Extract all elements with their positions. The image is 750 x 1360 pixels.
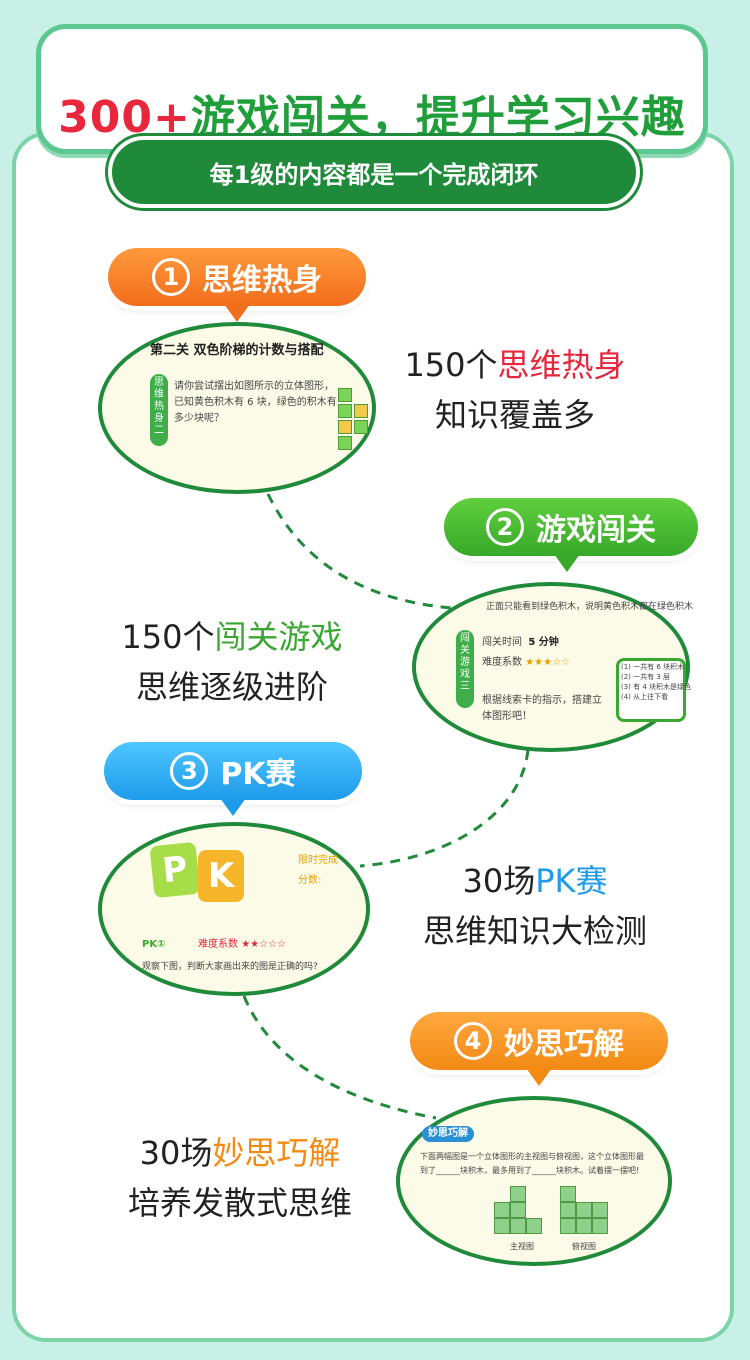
difficulty-stars: ★★☆☆☆ — [241, 939, 287, 950]
step-3-description: 30场PK赛 思维知识大检测 — [400, 856, 670, 956]
step-number-badge: 4 — [454, 1022, 492, 1060]
shot-question-line: 体图形吧！ — [482, 711, 532, 722]
time-value: 5 分钟 — [528, 637, 559, 648]
grid-cell — [592, 1218, 608, 1234]
desc-highlight: 思维热身 — [497, 346, 626, 384]
step-4-description: 30场妙思巧解 培养发散式思维 — [100, 1128, 380, 1228]
grid-cell — [560, 1202, 576, 1218]
step-1-screenshot: 第二关 双色阶梯的计数与搭配 思维热身二 请你尝试摆出如图所示的立体图形， 已知… — [98, 322, 376, 494]
desc-count: 30场 — [462, 862, 536, 900]
desc-count: 30场 — [139, 1134, 213, 1172]
grid-cell — [576, 1218, 592, 1234]
clue-line: (4) 从上往下看 — [621, 693, 669, 701]
block-icon — [354, 420, 368, 434]
difficulty-label: 难度系数 — [482, 657, 522, 668]
shot-question-line: 请你尝试摆出如图所示的立体图形， — [174, 381, 334, 392]
block-icon — [338, 436, 352, 450]
step-2-screenshot: 正面只能看到绿色积木，说明黄色积木都在绿色积木 闯关游戏三 闯关时间 5 分钟 … — [412, 582, 694, 752]
grid-cell — [560, 1186, 576, 1202]
top-view-label: 俯视图 — [572, 1242, 596, 1251]
desc-line: 知识覆盖多 — [434, 396, 595, 434]
step-label: 妙思巧解 — [504, 1027, 624, 1062]
block-icon — [338, 420, 352, 434]
time-label: 限时完成 — [298, 855, 338, 866]
grid-cell — [526, 1218, 542, 1234]
pk-logo-k: K — [198, 850, 244, 902]
desc-line: 思维知识大检测 — [422, 912, 647, 950]
shot-side-tag: 闯关游戏三 — [456, 630, 474, 708]
score-label: 分数: — [298, 875, 322, 886]
bubble-tail — [526, 1068, 552, 1086]
block-icon — [354, 404, 368, 418]
shot-question-line: 观察下图，判断大家画出来的图是正确的吗? — [142, 962, 318, 972]
shot-question-line: 根据线索卡的指示，搭建立 — [482, 695, 602, 706]
grid-cell — [494, 1218, 510, 1234]
puzzle-badge: 妙思巧解 — [422, 1126, 474, 1142]
time-label: 闯关时间 — [482, 637, 522, 648]
shot-question-line: 已知黄色积木有 6 块，绿色的积木有 — [174, 397, 337, 408]
shot-question-line: 下面两幅图是一个立体图形的主视图与俯视图，这个立体图形最 — [420, 1152, 644, 1161]
step-number-badge: 3 — [170, 752, 209, 790]
difficulty-label: 难度系数 — [198, 939, 238, 950]
grid-cell — [510, 1218, 526, 1234]
bubble-tail — [224, 304, 250, 322]
pk-badge: PK① — [142, 939, 166, 950]
desc-count: 150个 — [404, 346, 498, 384]
clue-line: (3) 有 4 块积木是绿色 — [621, 683, 692, 691]
clue-line: (2) 一共有 3 层 — [621, 673, 671, 681]
grid-cell — [576, 1202, 592, 1218]
block-icon — [338, 404, 352, 418]
difficulty-stars: ★★★☆☆ — [525, 657, 571, 668]
shot-heading: 第二关 双色阶梯的计数与搭配 — [150, 343, 324, 358]
pk-logo-p: P — [149, 841, 201, 899]
step-label: 思维热身 — [202, 263, 322, 298]
shot-side-tag: 思维热身二 — [150, 374, 168, 446]
step-label: 游戏闯关 — [536, 513, 656, 548]
step-number-badge: 1 — [152, 258, 190, 296]
front-view-label: 主视图 — [510, 1242, 534, 1251]
step-1-description: 150个思维热身 知识覆盖多 — [380, 340, 650, 440]
step-4-screenshot: 妙思巧解 下面两幅图是一个立体图形的主视图与俯视图，这个立体图形最 到了____… — [396, 1096, 672, 1266]
step-label: PK赛 — [220, 757, 296, 792]
shot-note: 正面只能看到绿色积木，说明黄色积木都在绿色积木 — [486, 602, 694, 612]
shot-question-line: 到了______块积木，最多用到了______块积木。试着摆一摆吧! — [420, 1166, 640, 1175]
desc-highlight: 妙思巧解 — [212, 1134, 341, 1172]
title-banner: 300+游戏闯关，提升学习兴趣 — [36, 24, 708, 154]
step-2-description: 150个闯关游戏 思维逐级进阶 — [92, 612, 372, 712]
desc-line: 培养发散式思维 — [127, 1184, 352, 1222]
step-3-screenshot: P K 限时完成 分数: PK① 难度系数 ★★☆☆☆ 观察下图，判断大家画出来… — [98, 822, 370, 996]
step-3-bubble: 3 PK赛 — [104, 742, 362, 816]
page-title: 300+游戏闯关，提升学习兴趣 — [58, 92, 686, 143]
block-icon — [338, 388, 352, 402]
step-2-bubble: 2 游戏闯关 — [444, 498, 698, 572]
grid-cell — [560, 1218, 576, 1234]
desc-count: 150个 — [121, 618, 215, 656]
bubble-tail — [554, 554, 580, 572]
step-1-bubble: 1 思维热身 — [108, 248, 366, 322]
grid-cell — [510, 1202, 526, 1218]
grid-cell — [592, 1202, 608, 1218]
desc-line: 思维逐级进阶 — [135, 668, 328, 706]
desc-highlight: PK赛 — [535, 862, 608, 900]
shot-question-line: 多少块呢？ — [174, 413, 224, 424]
clue-line: (1) 一共有 6 块积木 — [621, 663, 685, 671]
subtitle-pill: 每1级的内容都是一个完成闭环 — [108, 136, 640, 208]
clue-card: (1) 一共有 6 块积木 (2) 一共有 3 层 (3) 有 4 块积木是绿色… — [616, 658, 691, 722]
desc-highlight: 闯关游戏 — [214, 618, 343, 656]
step-4-bubble: 4 妙思巧解 — [410, 1012, 668, 1086]
step-number-badge: 2 — [486, 508, 524, 546]
grid-cell — [494, 1202, 510, 1218]
bubble-tail — [220, 798, 246, 816]
grid-cell — [510, 1186, 526, 1202]
